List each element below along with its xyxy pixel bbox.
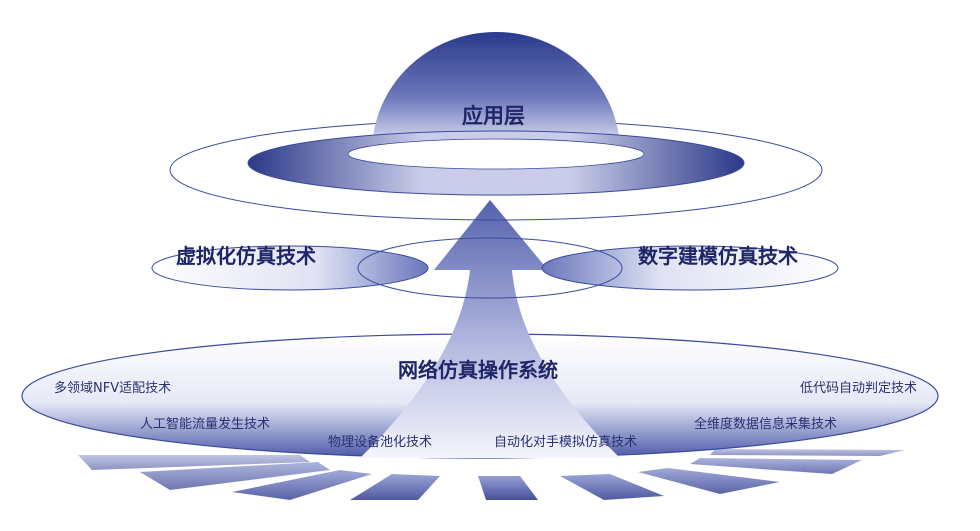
technique-item: 低代码自动判定技术 bbox=[800, 381, 918, 396]
ray bbox=[638, 468, 780, 494]
os-label: 网络仿真操作系统 bbox=[398, 358, 558, 382]
ray bbox=[78, 455, 310, 470]
digital-modeling-label: 数字建模仿真技术 bbox=[638, 244, 798, 268]
upward-arrow bbox=[360, 200, 620, 458]
ray bbox=[350, 474, 440, 500]
right-oval bbox=[541, 245, 839, 291]
top-inner-ring bbox=[347, 138, 645, 170]
technique-item: 人工智能流量发生技术 bbox=[140, 417, 271, 432]
ray bbox=[710, 449, 905, 456]
technique-item: 全维度数据信息采集技术 bbox=[694, 417, 838, 432]
application-layer-label: 应用层 bbox=[462, 104, 525, 128]
ray bbox=[140, 462, 330, 490]
technique-item: 自动化对手模拟仿真技术 bbox=[494, 435, 638, 450]
ray bbox=[478, 476, 538, 500]
technique-item: 物理设备池化技术 bbox=[328, 435, 433, 450]
dome bbox=[372, 32, 620, 152]
ray bbox=[560, 474, 664, 500]
virtualization-label: 虚拟化仿真技术 bbox=[176, 244, 316, 268]
ray bbox=[232, 470, 372, 500]
center-oval bbox=[357, 237, 623, 299]
light-rays bbox=[78, 449, 905, 500]
ray bbox=[690, 458, 862, 474]
left-oval bbox=[151, 245, 429, 291]
technique-item: 多领域NFV适配技术 bbox=[54, 381, 172, 396]
